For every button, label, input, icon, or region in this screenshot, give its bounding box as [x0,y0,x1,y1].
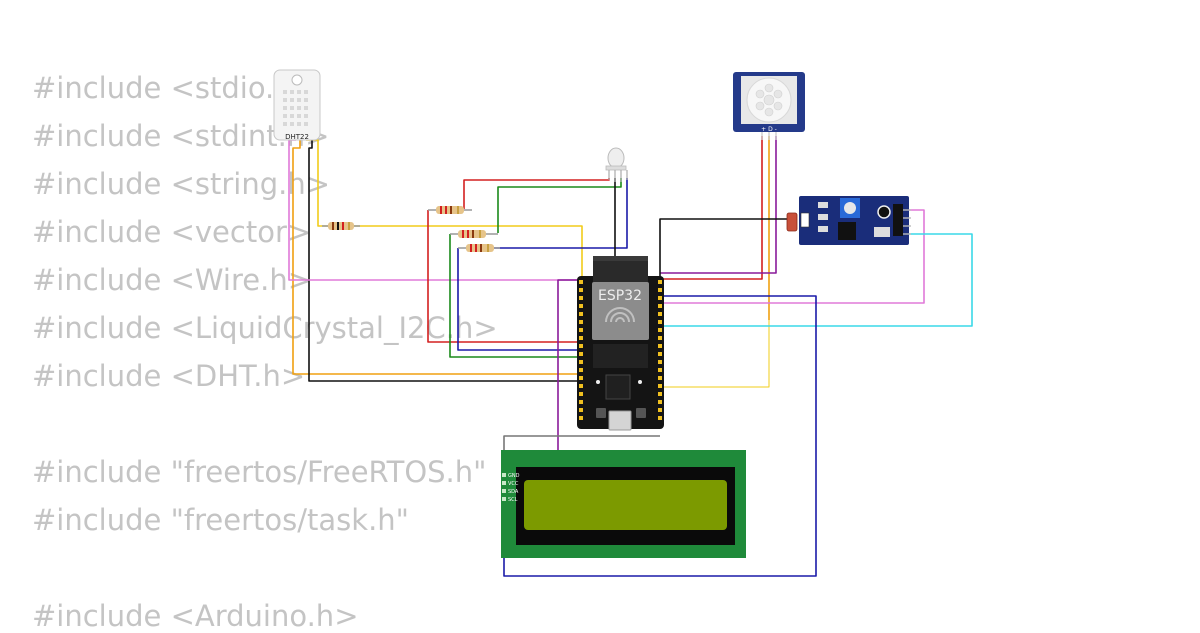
wire-led-green[interactable] [497,178,622,233]
code-line: #include <vector> [32,215,312,249]
dht22-grille [283,90,308,126]
wire-dht-gnd[interactable] [308,140,584,382]
lcd-pins [502,473,506,501]
wifi-icon [605,307,635,323]
resistor[interactable] [428,206,472,214]
wire-dht-vcc[interactable] [306,139,583,290]
wire-led-blue[interactable] [494,178,628,249]
esp32-pin-header-right [658,280,662,420]
wire-red-to-esp[interactable] [427,210,584,343]
pir-sensor[interactable]: + D - [733,72,805,140]
photoresistor-icon [786,212,798,232]
wire-pir-vcc[interactable] [660,136,763,280]
esp32-label: ESP32 [598,288,642,304]
dht22-sensor[interactable]: DHT22 [273,69,321,141]
ldr-module[interactable] [786,196,911,245]
resistor[interactable] [450,230,498,238]
esp32-pin-header-left [579,280,583,420]
wire-ldr-do[interactable] [660,209,925,304]
code-line: #include <LiquidCrystal_I2C.h> [32,311,498,345]
wire-dht-data[interactable] [292,140,584,375]
code-line: #include <Arduino.h> [32,599,359,633]
pir-pin-labels: + D - [761,126,777,133]
wire-pir-out-2[interactable] [660,320,770,388]
resistor[interactable] [322,222,360,230]
lcd-pin-gnd: GND [508,473,520,479]
code-line: #include <DHT.h> [32,359,306,393]
resistor[interactable] [458,244,500,252]
code-line: #include <string.h> [32,167,331,201]
esp32-board[interactable]: ESP32 [577,256,664,431]
lcd-display[interactable]: GND VCC SDA SCL [501,450,746,558]
dht22-label: DHT22 [285,133,309,141]
lcd-pin-scl: SCL [508,497,518,503]
wire-ldr-vcc[interactable] [659,218,789,292]
code-line: #include "freertos/FreeRTOS.h" [32,455,487,489]
wire-green-to-esp[interactable] [449,234,584,358]
lcd-pin-sda: SDA [508,489,519,495]
wire-pir-gnd[interactable] [660,136,777,274]
pir-lens-icon [755,83,783,117]
wire-blue-to-esp[interactable] [457,248,584,351]
lcd-pin-vcc: VCC [508,481,519,487]
wire-ldr-ao[interactable] [581,233,973,327]
rgb-led[interactable] [605,147,628,182]
code-line: #include "freertos/task.h" [32,503,409,537]
wire-led-red[interactable] [463,178,610,209]
